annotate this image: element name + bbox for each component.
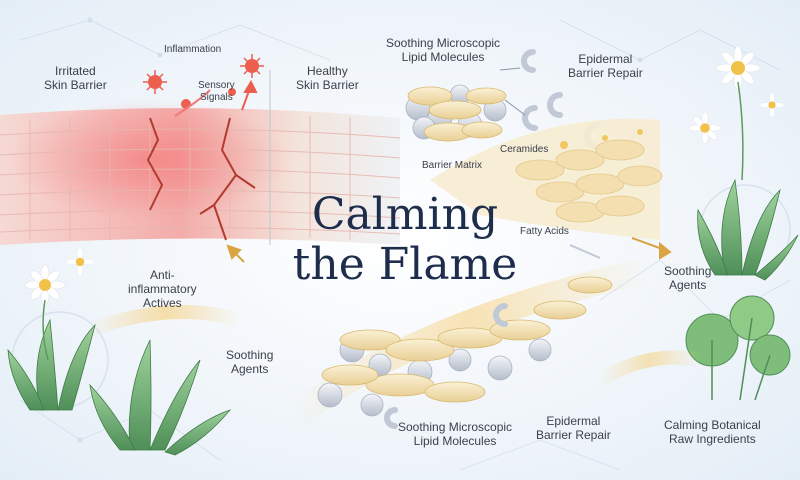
skin-cracks: [146, 117, 256, 241]
label-fatty-acids: Fatty Acids: [520, 226, 569, 237]
label-anti-inflammatory-actives: Anti- inflammatory Actives: [128, 268, 197, 310]
label-ceramides: Ceramides: [500, 144, 549, 155]
label-lipid-molecules-bottom: Soothing Microscopic Lipid Molecules: [398, 420, 513, 448]
daisy-flowers: [24, 247, 95, 361]
left-botanicals: [7, 247, 242, 456]
label-epidermal-repair-bottom: Epidermal Barrier Repair: [536, 414, 611, 442]
centella-leaves: [685, 295, 791, 401]
label-calming-botanical: Calming Botanical Raw Ingredients: [664, 418, 761, 446]
skin-barrier: [0, 70, 401, 245]
right-botanicals: [596, 45, 799, 401]
inflammation-cells: [143, 54, 264, 117]
arrows: [226, 79, 672, 263]
title-line-2: the Flame: [292, 239, 518, 290]
label-sensory-signals: Sensory Signals: [198, 80, 235, 103]
label-irritated-skin-barrier: Irritated Skin Barrier: [44, 64, 107, 92]
label-epidermal-repair-top: Epidermal Barrier Repair: [568, 52, 643, 80]
daisy-flowers-right: [688, 45, 785, 181]
label-lipid-molecules-top: Soothing Microscopic Lipid Molecules: [386, 36, 501, 64]
title-line-1: Calming: [311, 189, 499, 240]
label-inflammation: Inflammation: [164, 44, 222, 55]
label-barrier-matrix: Barrier Matrix: [422, 160, 483, 171]
label-healthy-skin-barrier: Healthy Skin Barrier: [296, 64, 359, 92]
healthy-skin-layers: [430, 118, 663, 240]
label-soothing-agents-left: Soothing Agents: [226, 348, 274, 376]
label-soothing-agents-right: Soothing Agents: [664, 264, 712, 292]
main-title: Calming the Flame: [260, 190, 550, 290]
lipid-cluster-bottom: [282, 257, 653, 431]
